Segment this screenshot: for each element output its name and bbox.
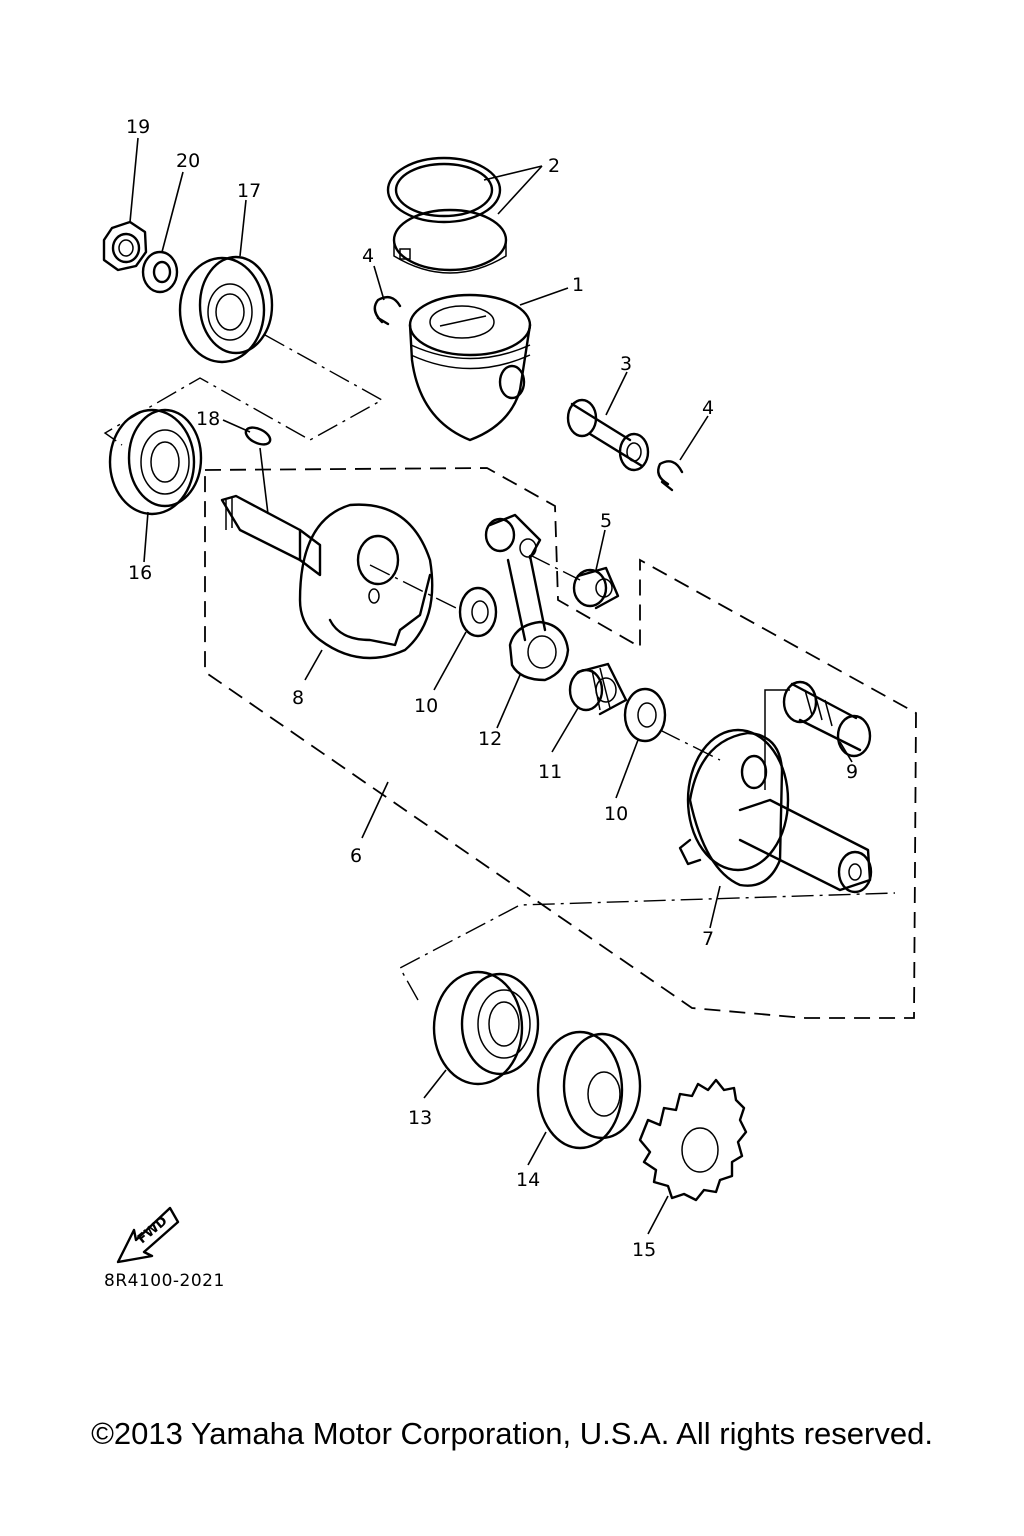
callout-5: 5 xyxy=(600,510,612,532)
callout-4-lower: 4 xyxy=(702,397,714,419)
callout-19: 19 xyxy=(126,116,150,138)
piston-rings-part-2 xyxy=(386,156,508,274)
callout-2: 2 xyxy=(548,155,560,177)
callout-13: 13 xyxy=(408,1107,432,1129)
diagram-code: 8R4100-2021 xyxy=(104,1271,225,1291)
callout-8: 8 xyxy=(292,687,304,709)
crank-pin-part-9 xyxy=(782,680,872,758)
callout-15: 15 xyxy=(632,1239,656,1261)
crankpin-axis-line xyxy=(659,729,721,761)
callout-9: 9 xyxy=(846,761,858,783)
circlip-part-4-lower xyxy=(657,460,684,492)
piston-pin-part-3 xyxy=(566,398,650,472)
shaft-axis-line xyxy=(369,564,461,611)
connecting-rod-part-12 xyxy=(484,513,570,682)
oil-seal-part-14 xyxy=(536,1030,642,1150)
piston-part-1 xyxy=(408,293,532,442)
callout-16: 16 xyxy=(128,562,152,584)
callout-12: 12 xyxy=(478,728,502,750)
circlip-part-4-upper xyxy=(373,295,402,326)
gear-part-15 xyxy=(638,1078,748,1202)
leader-lines xyxy=(129,137,853,1235)
forward-arrow-icon: FWD xyxy=(116,1206,180,1264)
callout-10-upper: 10 xyxy=(414,695,438,717)
bearing-alignment-guide xyxy=(399,892,896,1001)
oil-seal-part-17 xyxy=(178,255,274,364)
callout-3: 3 xyxy=(620,353,632,375)
key-part-18 xyxy=(244,426,272,446)
nut-part-19 xyxy=(102,220,148,272)
callout-18: 18 xyxy=(196,408,220,430)
washer-part-10-upper xyxy=(458,586,498,638)
callout-6: 6 xyxy=(350,845,362,867)
callout-11: 11 xyxy=(538,761,562,783)
bearing-part-13 xyxy=(432,970,540,1086)
callout-10-lower: 10 xyxy=(604,803,628,825)
crank-right-part-7 xyxy=(678,728,873,894)
needle-bearing-part-11 xyxy=(568,662,628,716)
pin-axis-line xyxy=(529,554,581,581)
callout-20: 20 xyxy=(176,150,200,172)
callout-4-upper: 4 xyxy=(362,245,374,267)
crankshaft-assembly-outline xyxy=(204,467,917,1019)
fwd-label: FWD xyxy=(135,1214,171,1247)
needle-bearing-part-5 xyxy=(572,566,620,610)
callout-14: 14 xyxy=(516,1169,540,1191)
callout-1: 1 xyxy=(572,274,584,296)
seal-alignment-guide xyxy=(103,334,384,446)
washer-part-10-lower xyxy=(623,687,667,743)
washer-part-20 xyxy=(141,250,179,294)
callout-7: 7 xyxy=(702,928,714,950)
crank-left-part-8 xyxy=(220,494,434,660)
callout-17: 17 xyxy=(237,180,261,202)
copyright-notice: ©2013 Yamaha Motor Corporation, U.S.A. A… xyxy=(91,1416,933,1451)
bearing-part-16 xyxy=(108,408,203,516)
